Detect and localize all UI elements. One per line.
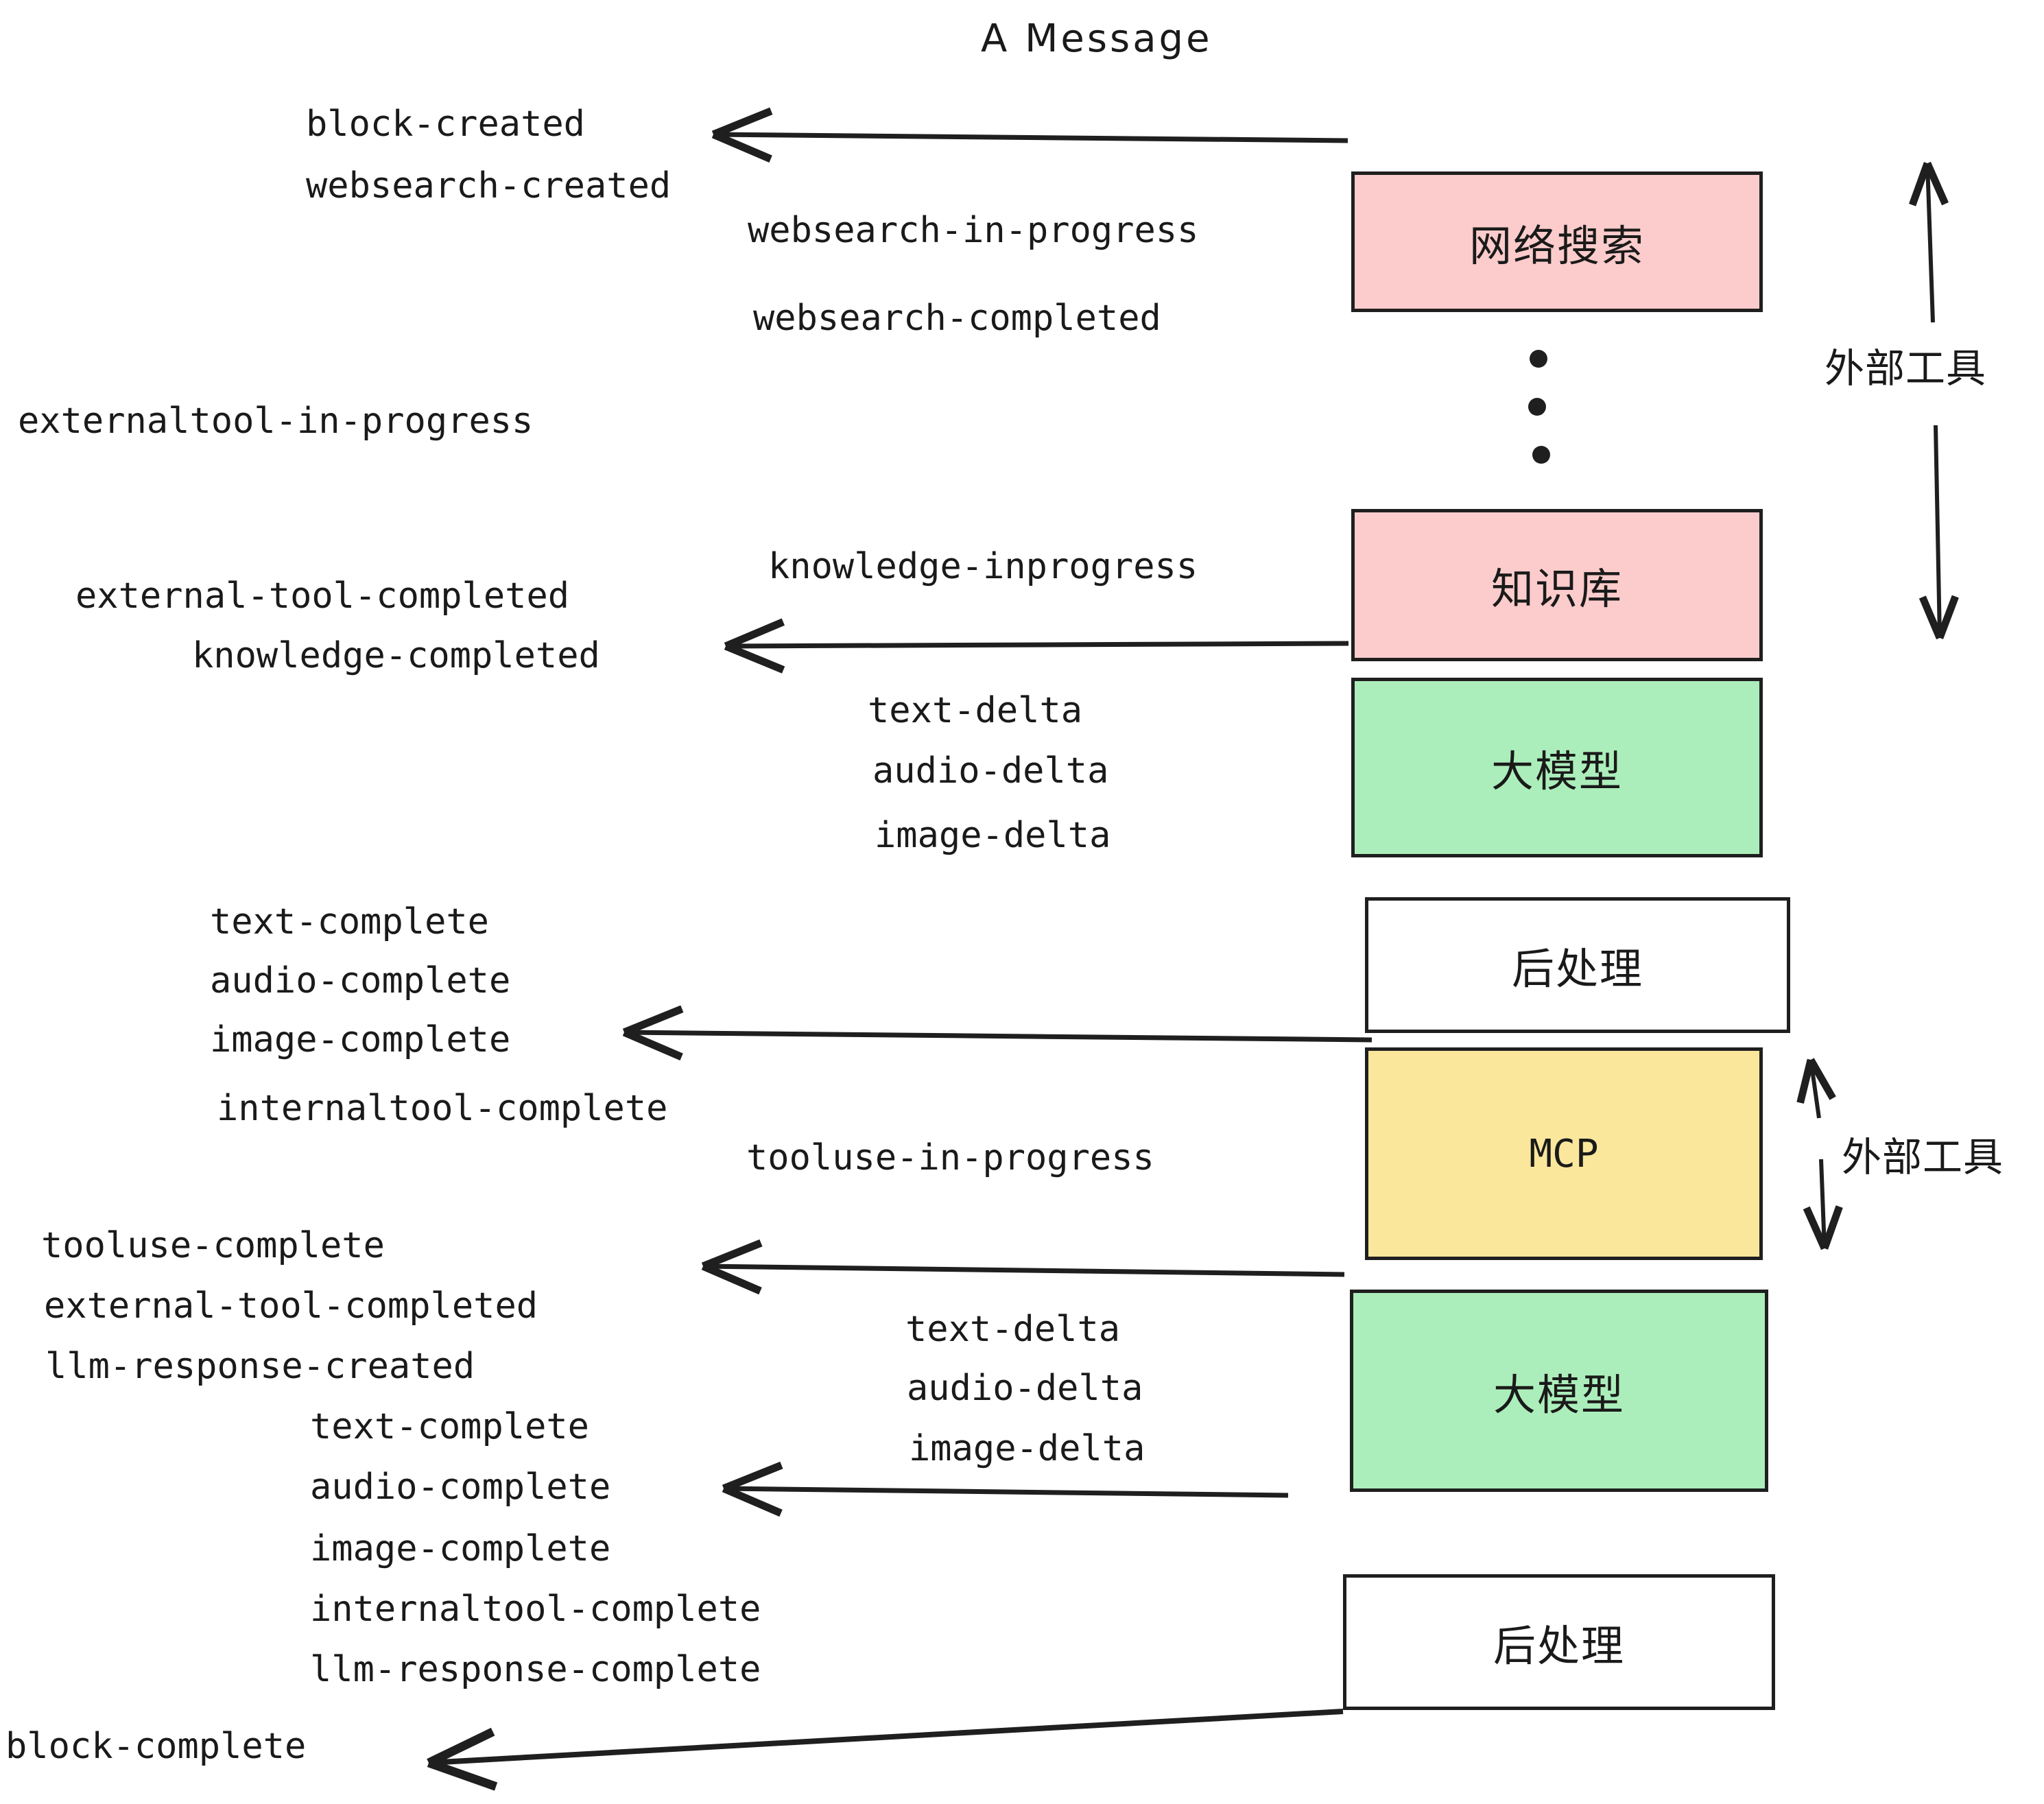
arrow-external-tools-down-bottom (1803, 1159, 1843, 1250)
event-audio-complete-first: audio-complete (210, 960, 511, 1001)
node-llm-second-label: 大模型 (1493, 1369, 1625, 1420)
node-llm-second[interactable]: 大模型 (1350, 1290, 1768, 1492)
event-websearch-in-progress: websearch-in-progress (748, 210, 1199, 251)
node-postprocess-second-label: 后处理 (1493, 1621, 1625, 1671)
node-mcp[interactable]: MCP (1365, 1047, 1763, 1260)
node-knowledge[interactable]: 知识库 (1351, 509, 1763, 661)
event-audio-delta-second: audio-delta (907, 1368, 1143, 1409)
event-image-delta-second: image-delta (909, 1428, 1145, 1469)
node-llm-first[interactable]: 大模型 (1351, 678, 1763, 857)
event-external-tool-completed-first: external-tool-completed (75, 575, 570, 617)
event-external-tool-completed-second: external-tool-completed (44, 1285, 538, 1327)
arrow-post1-to-image-complete (622, 1005, 1372, 1060)
event-tooluse-in-progress: tooluse-in-progress (746, 1137, 1154, 1178)
arrow-websearch-to-created (711, 107, 1348, 163)
node-websearch-label: 网络搜索 (1469, 220, 1645, 271)
node-postprocess-first[interactable]: 后处理 (1365, 897, 1790, 1033)
event-knowledge-completed: knowledge-completed (192, 635, 600, 676)
event-text-delta-first: text-delta (868, 690, 1083, 731)
event-knowledge-inprogress: knowledge-inprogress (768, 546, 1198, 587)
ellipsis-dot (1530, 350, 1547, 368)
event-internaltool-complete-first: internaltool-complete (217, 1088, 668, 1129)
event-block-created: block-created (306, 104, 585, 145)
event-llm-response-created: llm-response-created (45, 1346, 475, 1387)
event-tooluse-complete: tooluse-complete (41, 1225, 385, 1266)
event-block-complete: block-complete (5, 1726, 307, 1767)
event-websearch-completed: websearch-completed (753, 298, 1161, 339)
arrow-knowledge-to-completed (724, 618, 1349, 674)
arrow-external-tools-down-top (1918, 425, 1959, 640)
event-audio-delta-first: audio-delta (872, 750, 1109, 792)
node-knowledge-label: 知识库 (1490, 564, 1623, 614)
event-text-complete-second: text-complete (310, 1406, 589, 1447)
arrow-llm2-to-audio-complete (722, 1461, 1289, 1517)
event-text-complete-first: text-complete (210, 901, 489, 942)
node-websearch[interactable]: 网络搜索 (1351, 171, 1763, 312)
diagram-title: A Message (981, 16, 1213, 61)
arrow-external-tools-up-top (1909, 161, 1949, 323)
ellipsis-dot (1532, 446, 1550, 464)
node-postprocess-first-label: 后处理 (1511, 944, 1643, 994)
side-label-external-tools-bottom: 外部工具 (1842, 1134, 2004, 1180)
event-internaltool-complete-second: internaltool-complete (310, 1589, 761, 1630)
arrow-post2-to-block-complete (427, 1709, 1344, 1791)
arrow-mcp-to-tooluse-complete (701, 1239, 1345, 1295)
event-externaltool-in-progress: externaltool-in-progress (18, 401, 534, 442)
node-llm-first-label: 大模型 (1490, 746, 1623, 796)
side-label-external-tools-top: 外部工具 (1825, 345, 1987, 392)
ellipsis-dot (1528, 398, 1546, 416)
event-audio-complete-second: audio-complete (310, 1467, 611, 1508)
node-mcp-label: MCP (1529, 1131, 1599, 1176)
event-image-complete-second: image-complete (310, 1528, 611, 1569)
event-llm-response-complete: llm-response-complete (310, 1649, 761, 1690)
event-image-delta-first: image-delta (875, 815, 1111, 856)
arrow-external-tools-up-bottom (1796, 1058, 1836, 1119)
event-websearch-created: websearch-created (306, 165, 672, 206)
node-postprocess-second[interactable]: 后处理 (1343, 1574, 1775, 1710)
event-text-delta-second: text-delta (905, 1309, 1121, 1350)
event-image-complete-first: image-complete (210, 1019, 511, 1060)
